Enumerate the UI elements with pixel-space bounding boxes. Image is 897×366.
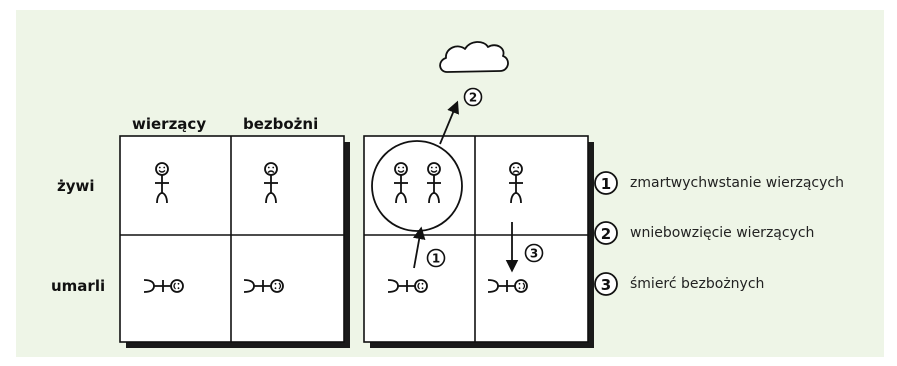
legend-text-resurrection: zmartwychwstanie wierzących xyxy=(630,175,844,191)
marker-three: 3 xyxy=(524,243,544,263)
row-label-dead: umarli xyxy=(51,277,106,295)
marker-one: 1 xyxy=(426,248,446,268)
resurrection-arrow-icon xyxy=(413,226,426,269)
row-label-living: żywi xyxy=(57,177,95,195)
cloud-icon xyxy=(439,41,509,73)
legend-text-death: śmierć bezbożnych xyxy=(630,276,765,292)
right-grid-frame xyxy=(363,135,589,343)
right-grid: 1 3 xyxy=(363,100,594,348)
svg-text:2: 2 xyxy=(601,225,611,243)
column-header-believers: wierzący xyxy=(132,115,207,133)
legend-number-2: 2 xyxy=(594,221,618,245)
legend-number-3: 3 xyxy=(594,272,618,296)
svg-text:2: 2 xyxy=(469,91,477,105)
svg-text:3: 3 xyxy=(530,247,538,261)
legend-number-1: 1 xyxy=(594,171,618,195)
left-grid-frame xyxy=(119,135,345,343)
column-header-ungodly: bezbożni xyxy=(243,115,319,133)
svg-text:3: 3 xyxy=(601,276,611,294)
marker-two: 2 xyxy=(463,87,483,107)
left-grid xyxy=(119,135,350,348)
svg-text:1: 1 xyxy=(432,252,440,266)
rapture-arrow-icon xyxy=(439,100,459,145)
legend-text-rapture: wniebowzięcie wierzących xyxy=(630,225,815,241)
svg-text:1: 1 xyxy=(601,175,611,193)
